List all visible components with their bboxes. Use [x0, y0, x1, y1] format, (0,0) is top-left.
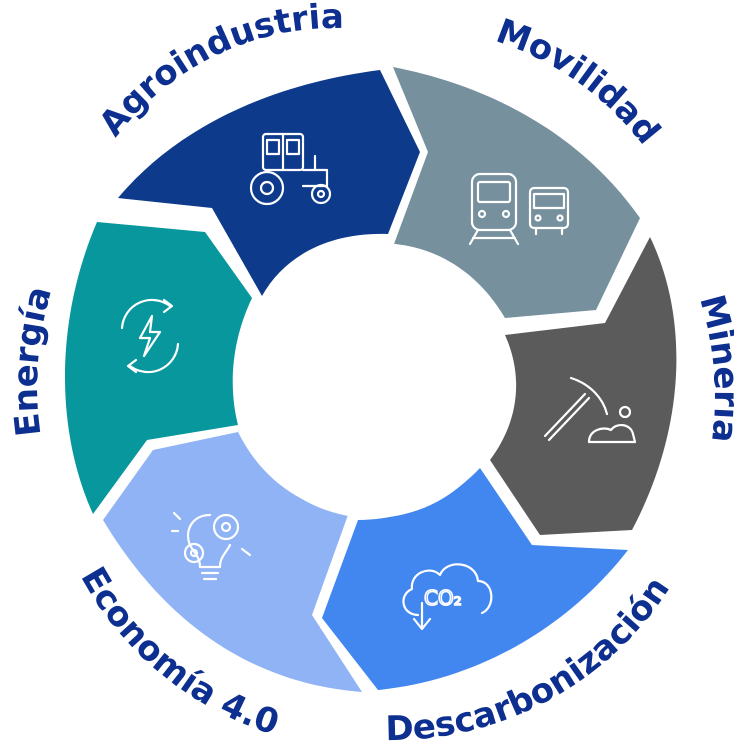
segment-mineria: [490, 237, 677, 535]
renewable-energy-icon: [120, 298, 180, 374]
train-bus-icon: [468, 172, 570, 246]
segment-label-energia: Energía: [6, 282, 60, 438]
tractor-icon: [249, 132, 332, 206]
pickaxe-icon: [543, 376, 637, 444]
segment-energia: [64, 222, 253, 514]
co2-cloud-icon: CO₂: [402, 563, 493, 631]
segment-label-mineria: Minería: [691, 291, 734, 445]
segment-descarbonizacion: [322, 468, 628, 690]
segment-economia: [103, 432, 362, 692]
lightbulb-gears-icon: [170, 511, 252, 581]
svg-text:CO₂: CO₂: [424, 586, 462, 610]
center-circle: [234, 242, 510, 518]
